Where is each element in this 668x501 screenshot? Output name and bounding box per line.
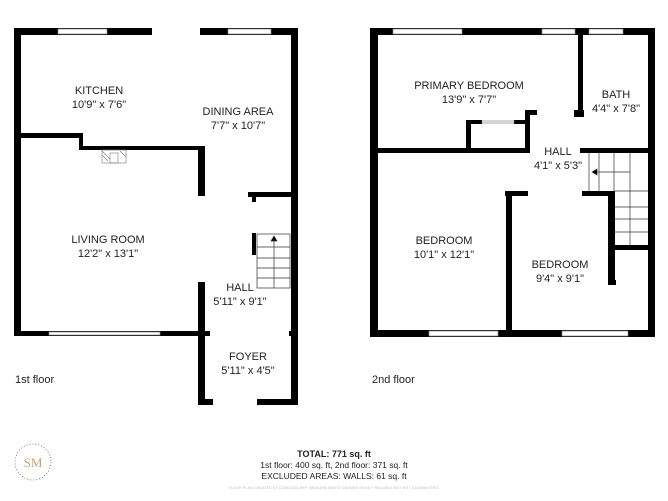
fireplace-icon: [101, 149, 127, 164]
room-living-room: LIVING ROOM 12'2" x 13'1": [71, 233, 144, 261]
room-foyer: FOYER 5'11" x 4'5": [221, 350, 274, 378]
room-bedroom-1: BEDROOM 10'1" x 12'1": [414, 234, 474, 262]
room-dims: 12'2" x 13'1": [77, 248, 139, 260]
room-dims: 10'9" x 7'6": [71, 99, 127, 111]
second-floor-windows: [392, 28, 629, 337]
svg-text:SM: SM: [24, 455, 43, 470]
excluded-areas: EXCLUDED AREAS: WALLS: 61 sq. ft: [261, 471, 407, 481]
room-kitchen: KITCHEN 10'9" x 7'6": [72, 84, 126, 112]
room-dims: 10'1" x 12'1": [413, 249, 475, 261]
room-hall-upstairs: HALL 4'1" x 5'3": [534, 145, 582, 173]
disclaimer: FLOOR PLAN CREATED BY CUBICASA APP. MEAS…: [228, 486, 440, 490]
room-name: HALL: [226, 282, 254, 294]
area-summary: TOTAL: 771 sq. ft 1st floor: 400 sq. ft,…: [0, 449, 668, 482]
room-name: HALL: [544, 146, 572, 158]
floor-label-1st: 1st floor: [15, 374, 55, 386]
room-name: BEDROOM: [415, 235, 473, 247]
first-floor-windows: [48, 28, 272, 336]
room-dims: 9'4" x 9'1": [535, 273, 585, 285]
room-dims: 4'4" x 7'8": [591, 103, 641, 115]
room-dims: 13'9" x 7'7": [441, 94, 497, 106]
room-hall: HALL 5'11" x 9'1": [213, 281, 266, 309]
room-name: FOYER: [229, 351, 267, 363]
room-primary-bedroom: PRIMARY BEDROOM 13'9" x 7'7": [414, 79, 524, 107]
room-bath: BATH 4'4" x 7'8": [592, 88, 640, 116]
room-dining-area: DINING AREA 7'7" x 10'7": [203, 105, 274, 133]
room-name: BEDROOM: [531, 259, 589, 271]
floor-area-breakdown: 1st floor: 400 sq. ft, 2nd floor: 371 sq…: [260, 460, 408, 470]
room-name: PRIMARY BEDROOM: [414, 80, 524, 92]
room-bedroom-2: BEDROOM 9'4" x 9'1": [532, 258, 589, 286]
room-dims: 7'7" x 10'7": [210, 120, 266, 132]
room-name: DINING AREA: [202, 106, 274, 118]
total-area: TOTAL: 771 sq. ft: [297, 449, 371, 459]
first-floor-walls: [14, 28, 298, 405]
room-dims: 5'11" x 9'1": [213, 296, 267, 308]
room-name: LIVING ROOM: [71, 234, 145, 246]
room-name: BATH: [601, 89, 631, 101]
room-dims: 4'1" x 5'3": [533, 160, 583, 172]
room-dims: 5'11" x 4'5": [221, 365, 275, 377]
second-floor-stairs: [588, 153, 648, 245]
logo: SM: [14, 443, 52, 481]
first-floor-stairs: [256, 233, 291, 289]
floor-label-2nd: 2nd floor: [372, 374, 415, 386]
second-floor-walls: [370, 28, 655, 337]
room-name: KITCHEN: [74, 85, 124, 97]
